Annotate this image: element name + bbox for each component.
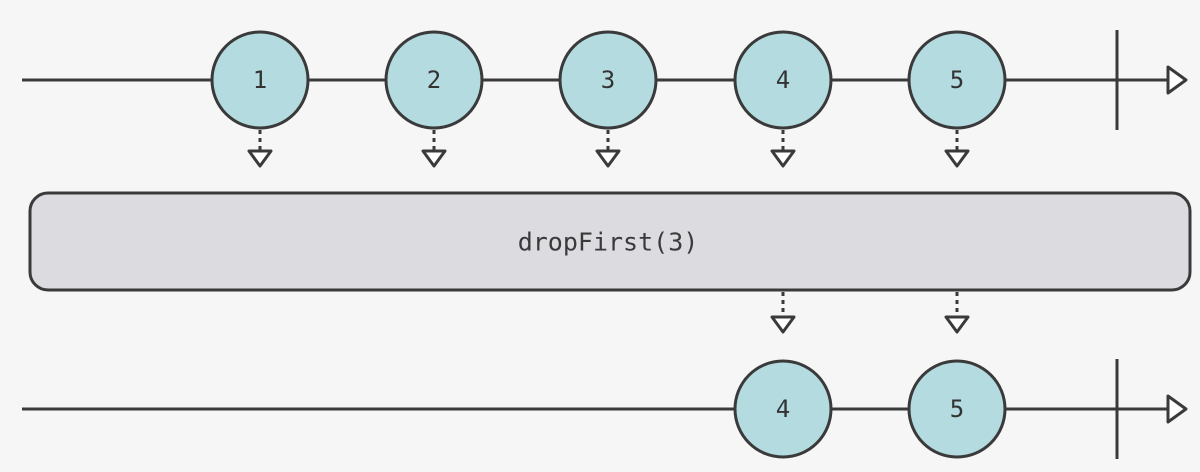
marble-circle bbox=[558, 30, 658, 130]
marble-label: 5 bbox=[950, 395, 964, 423]
input-marble-2: 2 bbox=[384, 30, 484, 130]
marble-label: 5 bbox=[950, 66, 964, 94]
arrow-down-icon bbox=[944, 315, 970, 334]
marble-label: 4 bbox=[776, 66, 790, 94]
input-marble-3: 3 bbox=[558, 30, 658, 130]
input-arrow-2 bbox=[421, 130, 447, 168]
input-arrows bbox=[247, 130, 970, 168]
marble-circle bbox=[907, 30, 1007, 130]
output-stream: 4 5 bbox=[22, 359, 1188, 459]
marble-circle bbox=[733, 359, 833, 459]
input-arrow-3 bbox=[595, 130, 621, 168]
marble-circle bbox=[907, 359, 1007, 459]
arrow-down-icon bbox=[595, 149, 621, 168]
arrow-down-icon bbox=[770, 149, 796, 168]
operator-box bbox=[28, 191, 1192, 292]
marble-label: 1 bbox=[253, 66, 267, 94]
input-timeline-arrow-icon bbox=[1166, 65, 1188, 95]
operator-label: dropFirst(3) bbox=[518, 228, 699, 257]
arrow-down-icon bbox=[247, 149, 273, 168]
input-arrow-4 bbox=[770, 130, 796, 168]
marble-circle bbox=[384, 30, 484, 130]
input-arrow-5 bbox=[944, 130, 970, 168]
output-arrow-5 bbox=[944, 292, 970, 334]
arrow-down-icon bbox=[770, 315, 796, 334]
marble-circle bbox=[733, 30, 833, 130]
output-arrow-4 bbox=[770, 292, 796, 334]
output-arrows bbox=[770, 292, 970, 334]
operator: dropFirst(3) bbox=[28, 191, 1192, 292]
marble-circle bbox=[210, 30, 310, 130]
marble-label: 3 bbox=[601, 66, 615, 94]
output-timeline-arrow-icon bbox=[1166, 394, 1188, 424]
arrow-down-icon bbox=[421, 149, 447, 168]
input-marble-5: 5 bbox=[907, 30, 1007, 130]
marble-label: 4 bbox=[776, 395, 790, 423]
input-marble-1: 1 bbox=[210, 30, 310, 130]
arrow-down-icon bbox=[944, 149, 970, 168]
input-arrow-1 bbox=[247, 130, 273, 168]
marble-label: 2 bbox=[427, 66, 441, 94]
input-marble-4: 4 bbox=[733, 30, 833, 130]
output-marble-5: 5 bbox=[907, 359, 1007, 459]
input-stream: 1 2 3 4 5 bbox=[22, 30, 1188, 130]
output-marble-4: 4 bbox=[733, 359, 833, 459]
